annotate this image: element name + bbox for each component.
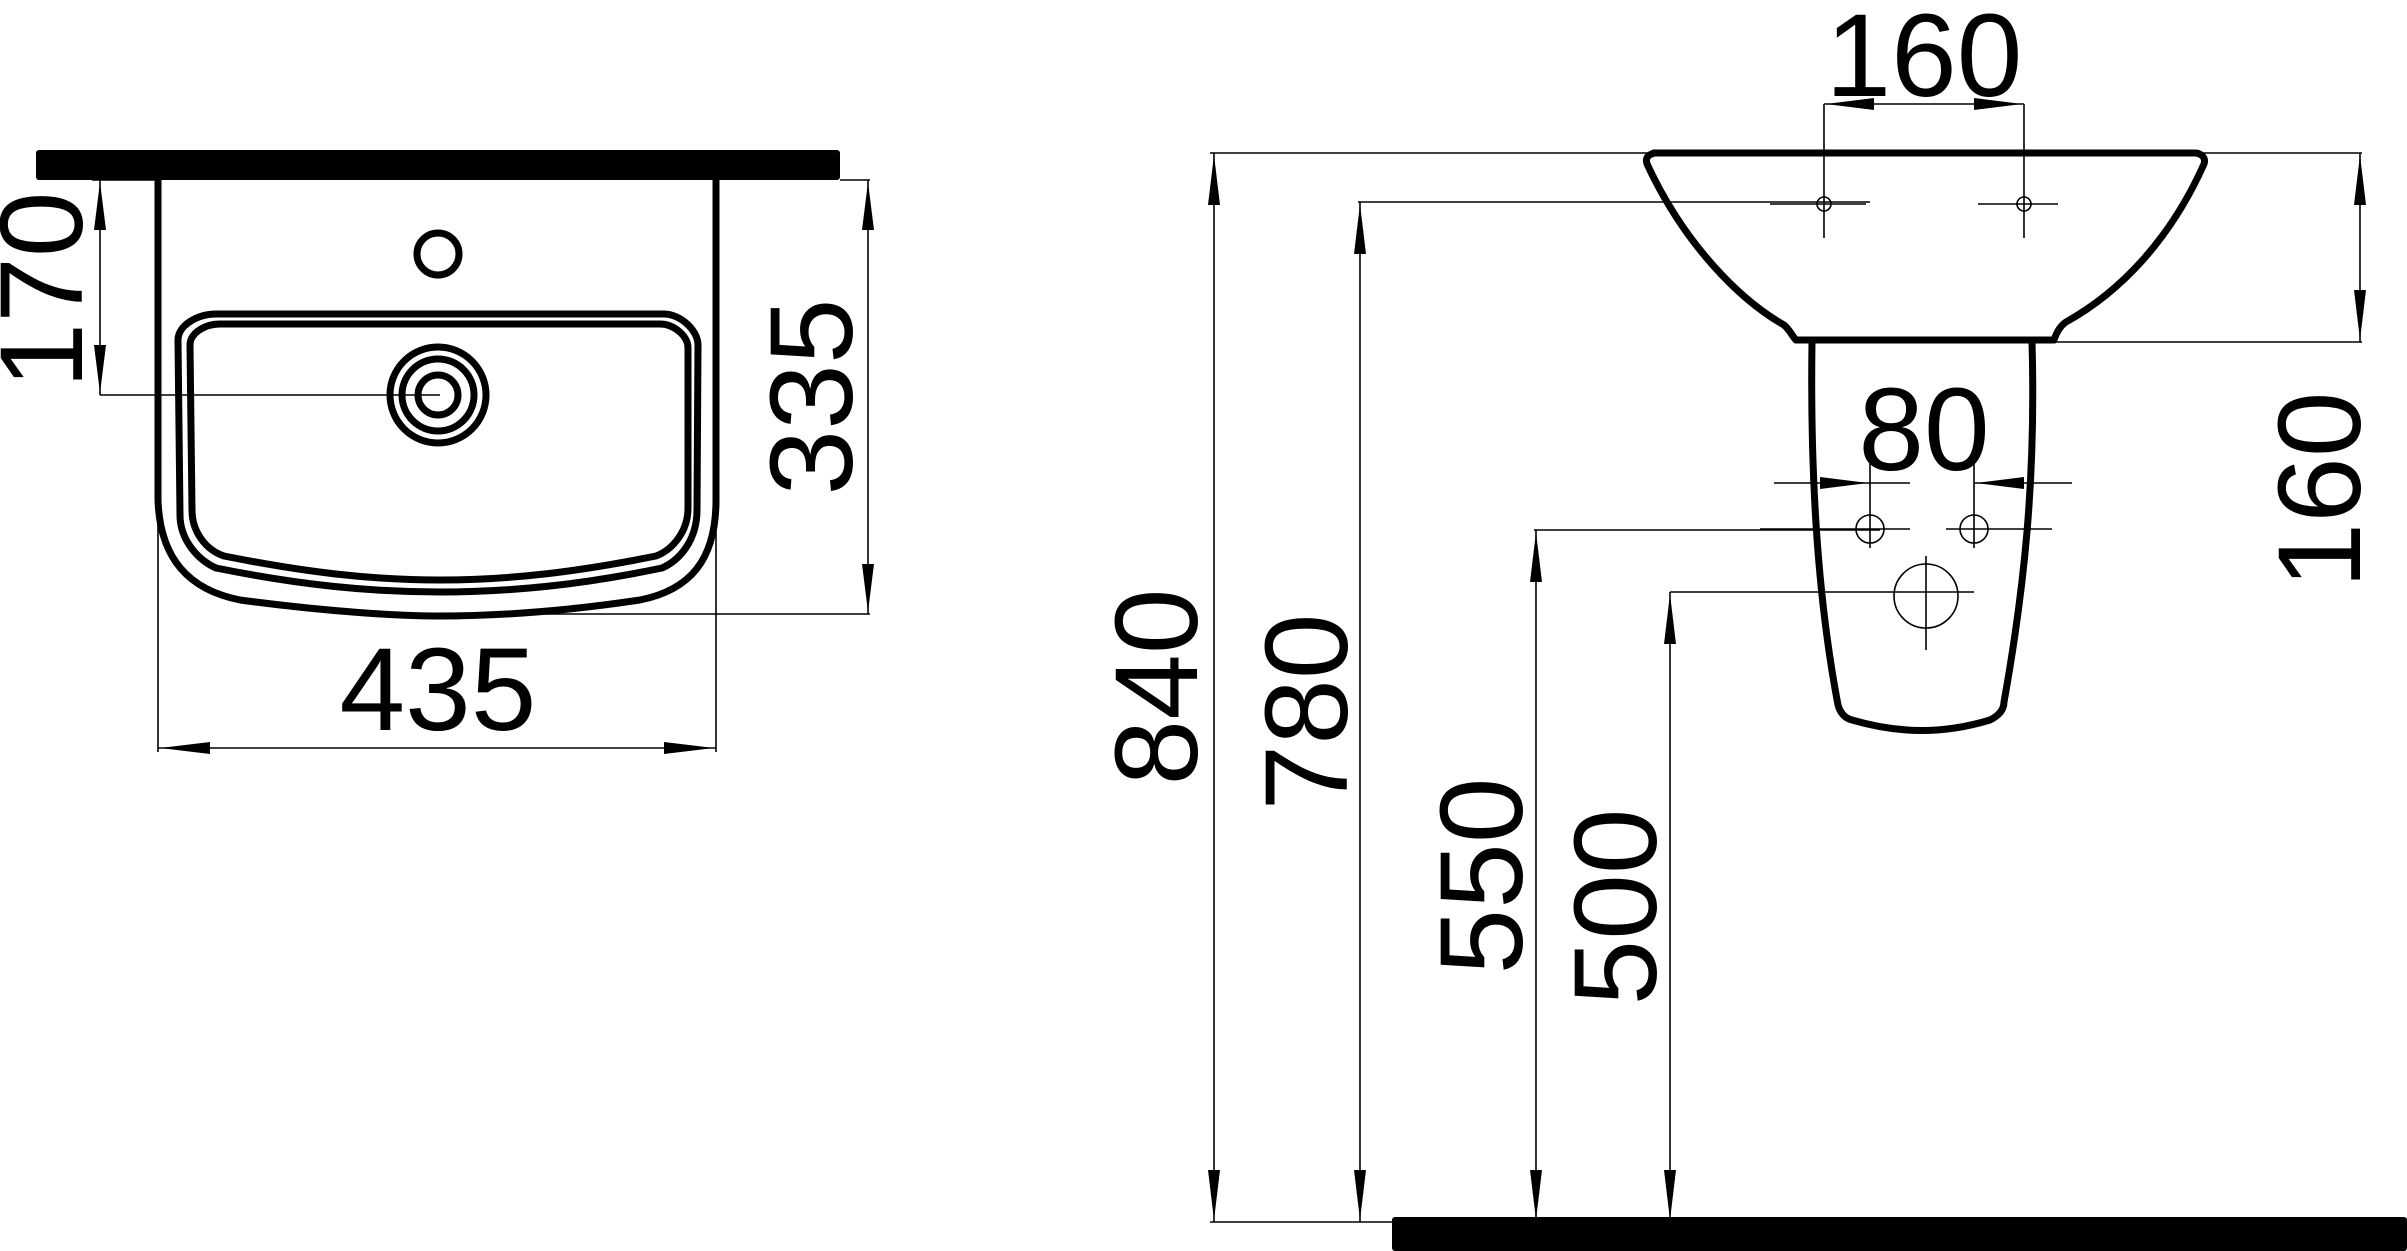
bowl-height-label: 160	[2254, 392, 2386, 589]
basin-inner-outline	[174, 310, 702, 596]
lower-outlet-height-label: 500	[1550, 809, 1682, 1006]
mount-height-label: 780	[1241, 614, 1373, 811]
mount-hole-right	[2016, 196, 2032, 212]
side-view: 160 80 160 840 780 550 500	[1091, 0, 2407, 1251]
wall-slab	[36, 150, 840, 180]
floor-slab	[1392, 1217, 2407, 1251]
basin-outer-outline	[154, 176, 720, 620]
pedestal-hole-right	[1959, 514, 1989, 544]
basin-bowl-profile	[1642, 149, 2208, 344]
mount-spacing-label: 160	[1826, 0, 2023, 122]
rim-height-label: 840	[1091, 589, 1223, 786]
pedestal-spacing-label: 80	[1858, 364, 1989, 496]
tap-hole	[413, 229, 463, 279]
width-dimension-label: 435	[340, 624, 537, 756]
tap-offset-dimension-label: 170	[0, 192, 108, 389]
pedestal-hole-left	[1855, 514, 1885, 544]
pedestal-outline	[1808, 338, 2037, 734]
basin-inner-contour	[186, 320, 692, 584]
mount-hole-left	[1816, 196, 1832, 212]
plan-view: 435 335 170	[0, 150, 878, 756]
upper-outlet-height-label: 550	[1416, 778, 1548, 975]
depth-dimension-label: 335	[746, 299, 878, 496]
